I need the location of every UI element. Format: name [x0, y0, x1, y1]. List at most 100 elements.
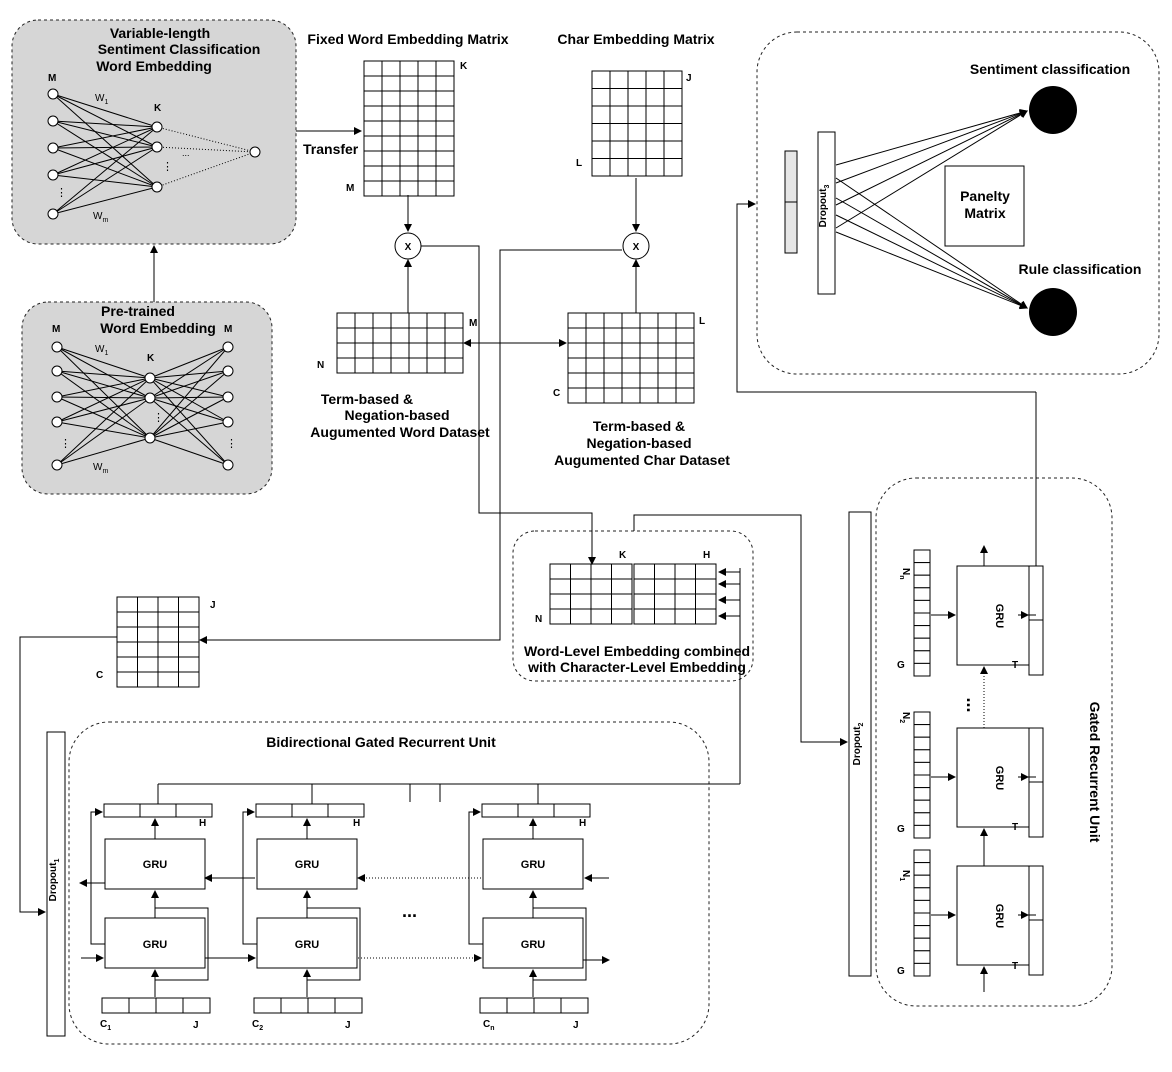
grid-cell [913, 761, 931, 776]
gru-input-vector [913, 849, 931, 977]
grid-cell [654, 578, 676, 595]
grid-cell [654, 593, 676, 610]
label-m: M [48, 73, 56, 84]
grid-cell [639, 372, 659, 389]
grid-cell [570, 578, 592, 595]
pretrained-title-2: Word Embedding [100, 320, 216, 336]
label-h: H [353, 818, 360, 829]
grid-cell [178, 596, 200, 613]
grid-cell [549, 608, 571, 625]
char-path-to-input-matrix [199, 249, 622, 644]
grid-cell [913, 787, 931, 801]
grid-cell [633, 563, 655, 580]
grid-cell [611, 608, 633, 625]
nn-connection [56, 421, 151, 439]
label-n1: N1 [898, 870, 911, 881]
hidden-output-vector [103, 803, 213, 818]
input-neuron [51, 416, 63, 428]
grid-cell [327, 803, 365, 818]
grid-cell [408, 327, 428, 344]
dimension-labels: M K M M K K M J L M N L C K H N J C H H … [48, 61, 1018, 1032]
grid-cell [182, 997, 211, 1014]
grid-cell [913, 599, 931, 614]
nn-connection [149, 346, 229, 439]
grid-cell [137, 626, 159, 643]
grid-cell [435, 75, 455, 92]
grid-cell [363, 150, 383, 167]
sentiment-word-embedding-panel [11, 19, 297, 245]
grid-cell [603, 327, 623, 344]
gru-label: GRU [521, 939, 546, 951]
grid-cell [336, 357, 356, 374]
nn-connection [149, 397, 229, 466]
label-t: T [1012, 660, 1018, 671]
label-l: L [576, 158, 582, 169]
gru-backward-box [104, 838, 206, 890]
grid-cell [408, 357, 428, 374]
grid-cell [645, 88, 665, 107]
nn-base: N [900, 568, 911, 575]
nn-connection [149, 396, 229, 439]
multiply-node-char [622, 232, 650, 260]
grid-cell [913, 812, 931, 826]
wm-base: W [93, 462, 103, 473]
grid-cell [609, 88, 629, 107]
term-word-caption-3: Augumented Word Dataset [310, 424, 490, 440]
c2-sub: 2 [259, 1025, 263, 1032]
grid-cell [913, 887, 931, 901]
nn-connection [56, 377, 151, 466]
classifier-arrow [835, 177, 1028, 309]
w1-base: W [95, 344, 105, 355]
grid-cell [675, 372, 695, 389]
grid-cell [426, 357, 446, 374]
grid-cell [674, 593, 696, 610]
grid-cell [517, 803, 555, 818]
grid-cell [591, 123, 611, 142]
grid-cell [633, 593, 655, 610]
grid-cell [549, 563, 571, 580]
grid-cell [128, 997, 157, 1014]
grid-cell [354, 327, 374, 344]
grid-cell [426, 312, 446, 329]
grid-cell [609, 105, 629, 124]
label-k: K [619, 550, 627, 561]
grid-cell [913, 912, 931, 927]
grid-cell [567, 372, 587, 389]
grid-cell [381, 60, 401, 77]
grid-cell [506, 997, 535, 1014]
label-g: G [897, 824, 905, 835]
c1-base: C [100, 1019, 107, 1030]
grid-cell [585, 357, 605, 374]
grid-cell [381, 135, 401, 152]
label-k: K [154, 103, 162, 114]
classification-panel [756, 31, 1160, 375]
grid-cell [479, 997, 508, 1014]
multiply-node-word [394, 232, 422, 260]
vdots-label: ⋮ [56, 187, 67, 199]
label-h: H [199, 818, 206, 829]
n1-base: N [900, 870, 911, 877]
input-neuron [51, 341, 63, 353]
nn-connection [56, 346, 151, 379]
grid-cell [591, 158, 611, 177]
grid-cell [408, 312, 428, 329]
grid-cell [675, 312, 695, 329]
label-c: C [96, 670, 103, 681]
grid-cell [417, 165, 437, 182]
nn-connection [52, 146, 158, 149]
grid-cell [663, 105, 683, 124]
grid-cell [549, 578, 571, 595]
grid-cell [675, 342, 695, 359]
grid-cell [657, 342, 677, 359]
grid-cell [334, 997, 363, 1014]
grid-cell [585, 327, 605, 344]
grid-cell [627, 70, 647, 89]
combined-to-dropout2-arrow [633, 514, 848, 746]
label-t: T [1012, 961, 1018, 972]
label-w1: W1 [95, 93, 108, 106]
grid-cell [567, 327, 587, 344]
bigru-title: Bidirectional Gated Recurrent Unit [266, 734, 496, 750]
combined-embedding-panel [512, 530, 754, 682]
grid-cell [381, 150, 401, 167]
pretrained-title-1: Pre-trained [101, 303, 175, 319]
